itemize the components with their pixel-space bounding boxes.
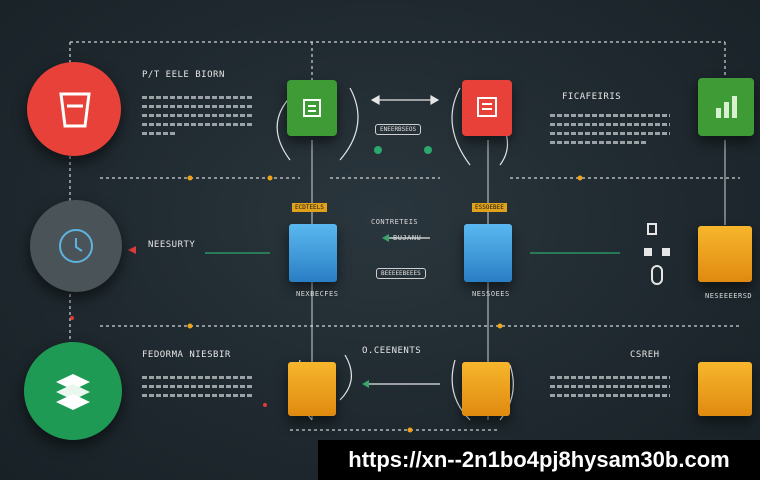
bottom-left-title: FEDORMA NIESBIR bbox=[142, 350, 231, 360]
top-right-text-lines bbox=[550, 114, 670, 150]
mid-center-label-1: CONTRETEIS bbox=[371, 218, 419, 226]
mid-center-label-2: BUJANU bbox=[393, 234, 422, 242]
data-cube-blue-left[interactable] bbox=[289, 224, 337, 282]
data-cube-blue-right[interactable] bbox=[464, 224, 512, 282]
data-cube-orange-bottom-left[interactable] bbox=[288, 362, 336, 416]
data-cube-orange-bottom-center[interactable] bbox=[462, 362, 510, 416]
bottle-icon bbox=[644, 223, 670, 285]
cart-node[interactable] bbox=[27, 62, 121, 156]
top-left-title: P/T EELE BIORN bbox=[142, 70, 225, 80]
document-icon bbox=[303, 99, 321, 117]
bottom-right-text-lines bbox=[550, 376, 670, 403]
clock-icon bbox=[59, 229, 93, 263]
tile-label-1: NEXBECFES bbox=[296, 290, 339, 298]
tile-label-2: NESSOEES bbox=[472, 290, 510, 298]
list-icon bbox=[477, 97, 497, 117]
pill-top[interactable]: ENEERBSEOS bbox=[375, 124, 422, 135]
document-tile-red[interactable] bbox=[462, 80, 512, 136]
document-tile-green[interactable] bbox=[287, 80, 337, 136]
chart-tile[interactable] bbox=[698, 78, 754, 136]
stack-icon bbox=[56, 374, 90, 410]
bottom-center-title: O.CEENENTS bbox=[362, 346, 422, 356]
stack-node[interactable] bbox=[24, 342, 122, 440]
mid-left-title: NEESURTY bbox=[148, 240, 196, 250]
top-left-text-lines bbox=[142, 96, 252, 141]
tile-tag-2: ESSOEBEE bbox=[472, 203, 507, 212]
chart-icon bbox=[716, 96, 737, 118]
top-right-title: FICAFEIRIS bbox=[562, 92, 622, 102]
data-cube-orange-bottom-right[interactable] bbox=[698, 362, 752, 416]
url-banner[interactable]: https://xn--2n1bo4pj8hysam30b.com bbox=[318, 440, 760, 480]
bottom-right-title: CSREH bbox=[630, 350, 660, 360]
clock-node[interactable] bbox=[30, 200, 122, 292]
cart-icon bbox=[59, 92, 91, 128]
data-cube-orange-mid-right[interactable] bbox=[698, 226, 752, 282]
tile-tag-1: ECDTEELS bbox=[292, 203, 327, 212]
bottom-left-text-lines bbox=[142, 376, 254, 403]
pill-mid[interactable]: BEEEEEBEEES bbox=[376, 268, 426, 279]
tile-label-right: NESEEEERSD bbox=[705, 292, 753, 300]
